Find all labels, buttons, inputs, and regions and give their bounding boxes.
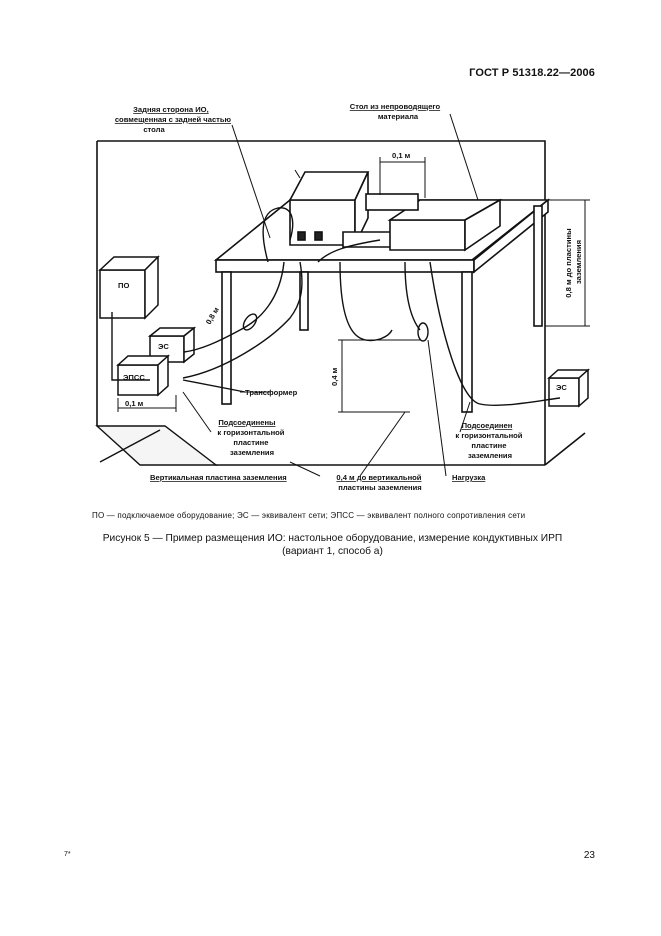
es-right-label: ЭС — [556, 383, 567, 392]
dimension-lines — [117, 157, 590, 413]
figure-legend: ПО — подключаемое оборудование; ЭС — экв… — [92, 511, 526, 520]
load-label: Нагрузка — [452, 473, 486, 482]
back-side-label: Задняя сторона ИО, совмещенная с задней … — [115, 105, 233, 134]
vertical-plate-label: Вертикальная пластина заземления — [150, 473, 287, 482]
dim-08-cable-label: 0,8 м — [204, 305, 221, 326]
caption-line-2: (вариант 1, способ а) — [282, 546, 383, 557]
transformer-label: Трансформер — [245, 388, 298, 397]
po-unit — [98, 255, 160, 320]
dim-08-side-label: 0,8 м до пластины заземления — [564, 226, 583, 297]
es-left-label: ЭС — [158, 342, 169, 351]
vertical-ground-plate — [95, 425, 219, 466]
caption-line-1: Рисунок 5 — Пример размещения ИО: настол… — [102, 533, 563, 544]
epss-label: ЭПСС — [123, 373, 145, 382]
eut-right — [389, 219, 466, 251]
dim-01-top-label: 0,1 м — [392, 151, 411, 160]
po-box-label: ПО — [118, 281, 129, 290]
bonded-left-label: Подсоединены к горизонтальной пластине з… — [217, 418, 286, 457]
room-back-edge — [97, 140, 546, 465]
equipment-setup-figure: Задняя сторона ИО, совмещенная с задней … — [95, 102, 590, 492]
es-unit-right — [547, 368, 590, 408]
figure-caption: Рисунок 5 — Пример размещения ИО: настол… — [80, 532, 585, 558]
dim-04-height-label: 0,4 м — [330, 367, 339, 386]
page-number: 23 — [583, 850, 595, 861]
footer-mark: 7* — [64, 851, 71, 858]
bonded-right-label: Подсоединен к горизонтальной пластине за… — [455, 421, 524, 460]
dim-04-vertical-label: 0,4 м до вертикальной пластины заземлени… — [336, 473, 423, 492]
table-material-label: Стол из непроводящего материала — [350, 102, 443, 121]
leader-lines — [182, 113, 479, 477]
floor-right-edge — [544, 432, 586, 466]
dim-01-bottom-label: 0,1 м — [125, 399, 144, 408]
cables — [111, 207, 561, 406]
standard-header: ГОСТ Р 51318.22—2006 — [469, 67, 595, 79]
